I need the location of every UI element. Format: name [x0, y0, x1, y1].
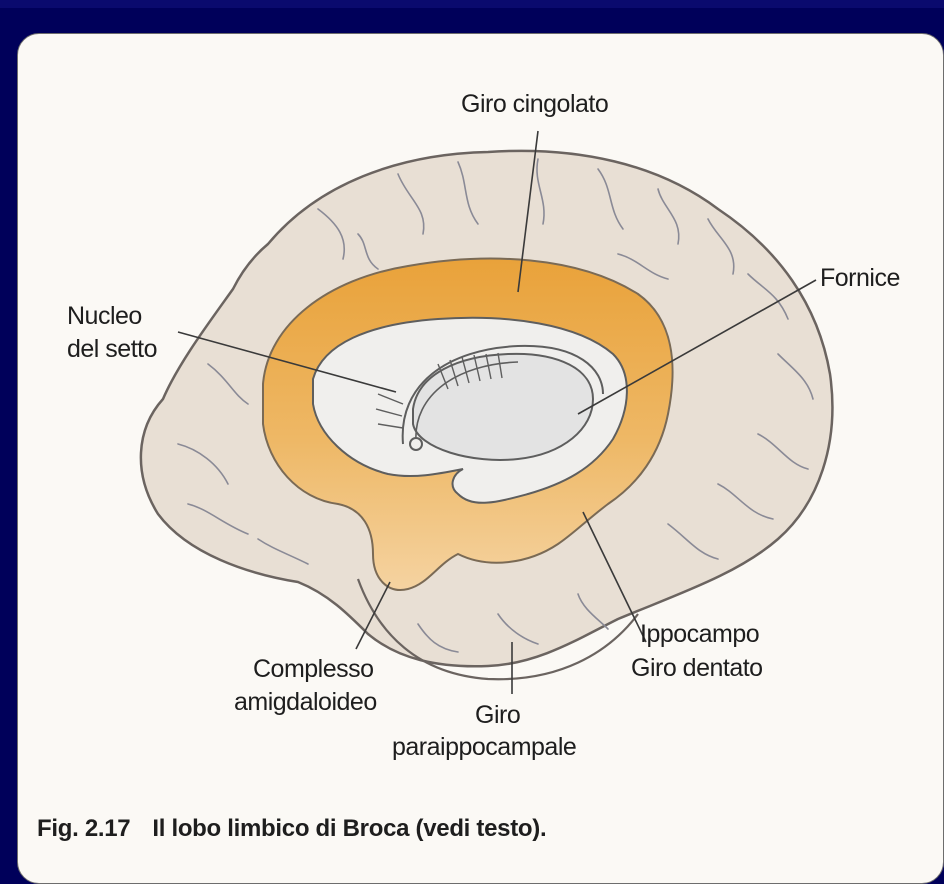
- brain-diagram: Giro cingolato Fornice Nucleo del setto …: [18, 34, 944, 884]
- label-giro-cingolato: Giro cingolato: [461, 90, 608, 118]
- label-giro-line1: Giro: [475, 701, 520, 729]
- label-complesso-line2: amigdaloideo: [234, 688, 377, 716]
- figure-caption: Fig. 2.17 Il lobo limbico di Broca (vedi …: [37, 815, 546, 843]
- top-band: [0, 0, 944, 8]
- label-giro-line2: paraippocampale: [392, 733, 576, 761]
- septal-nucleus-dot: [410, 438, 422, 450]
- label-complesso-line1: Complesso: [253, 655, 374, 683]
- label-nucleo-line1: Nucleo: [67, 302, 142, 330]
- caption-number: Fig. 2.17: [37, 815, 130, 842]
- label-giro-dentato: Giro dentato: [631, 654, 763, 682]
- figure-card: Giro cingolato Fornice Nucleo del setto …: [17, 33, 944, 884]
- caption-text: Il lobo limbico di Broca (vedi testo).: [152, 815, 546, 842]
- label-nucleo-line2: del setto: [67, 335, 157, 363]
- label-fornice: Fornice: [820, 264, 900, 292]
- label-ippocampo: Ippocampo: [640, 620, 759, 648]
